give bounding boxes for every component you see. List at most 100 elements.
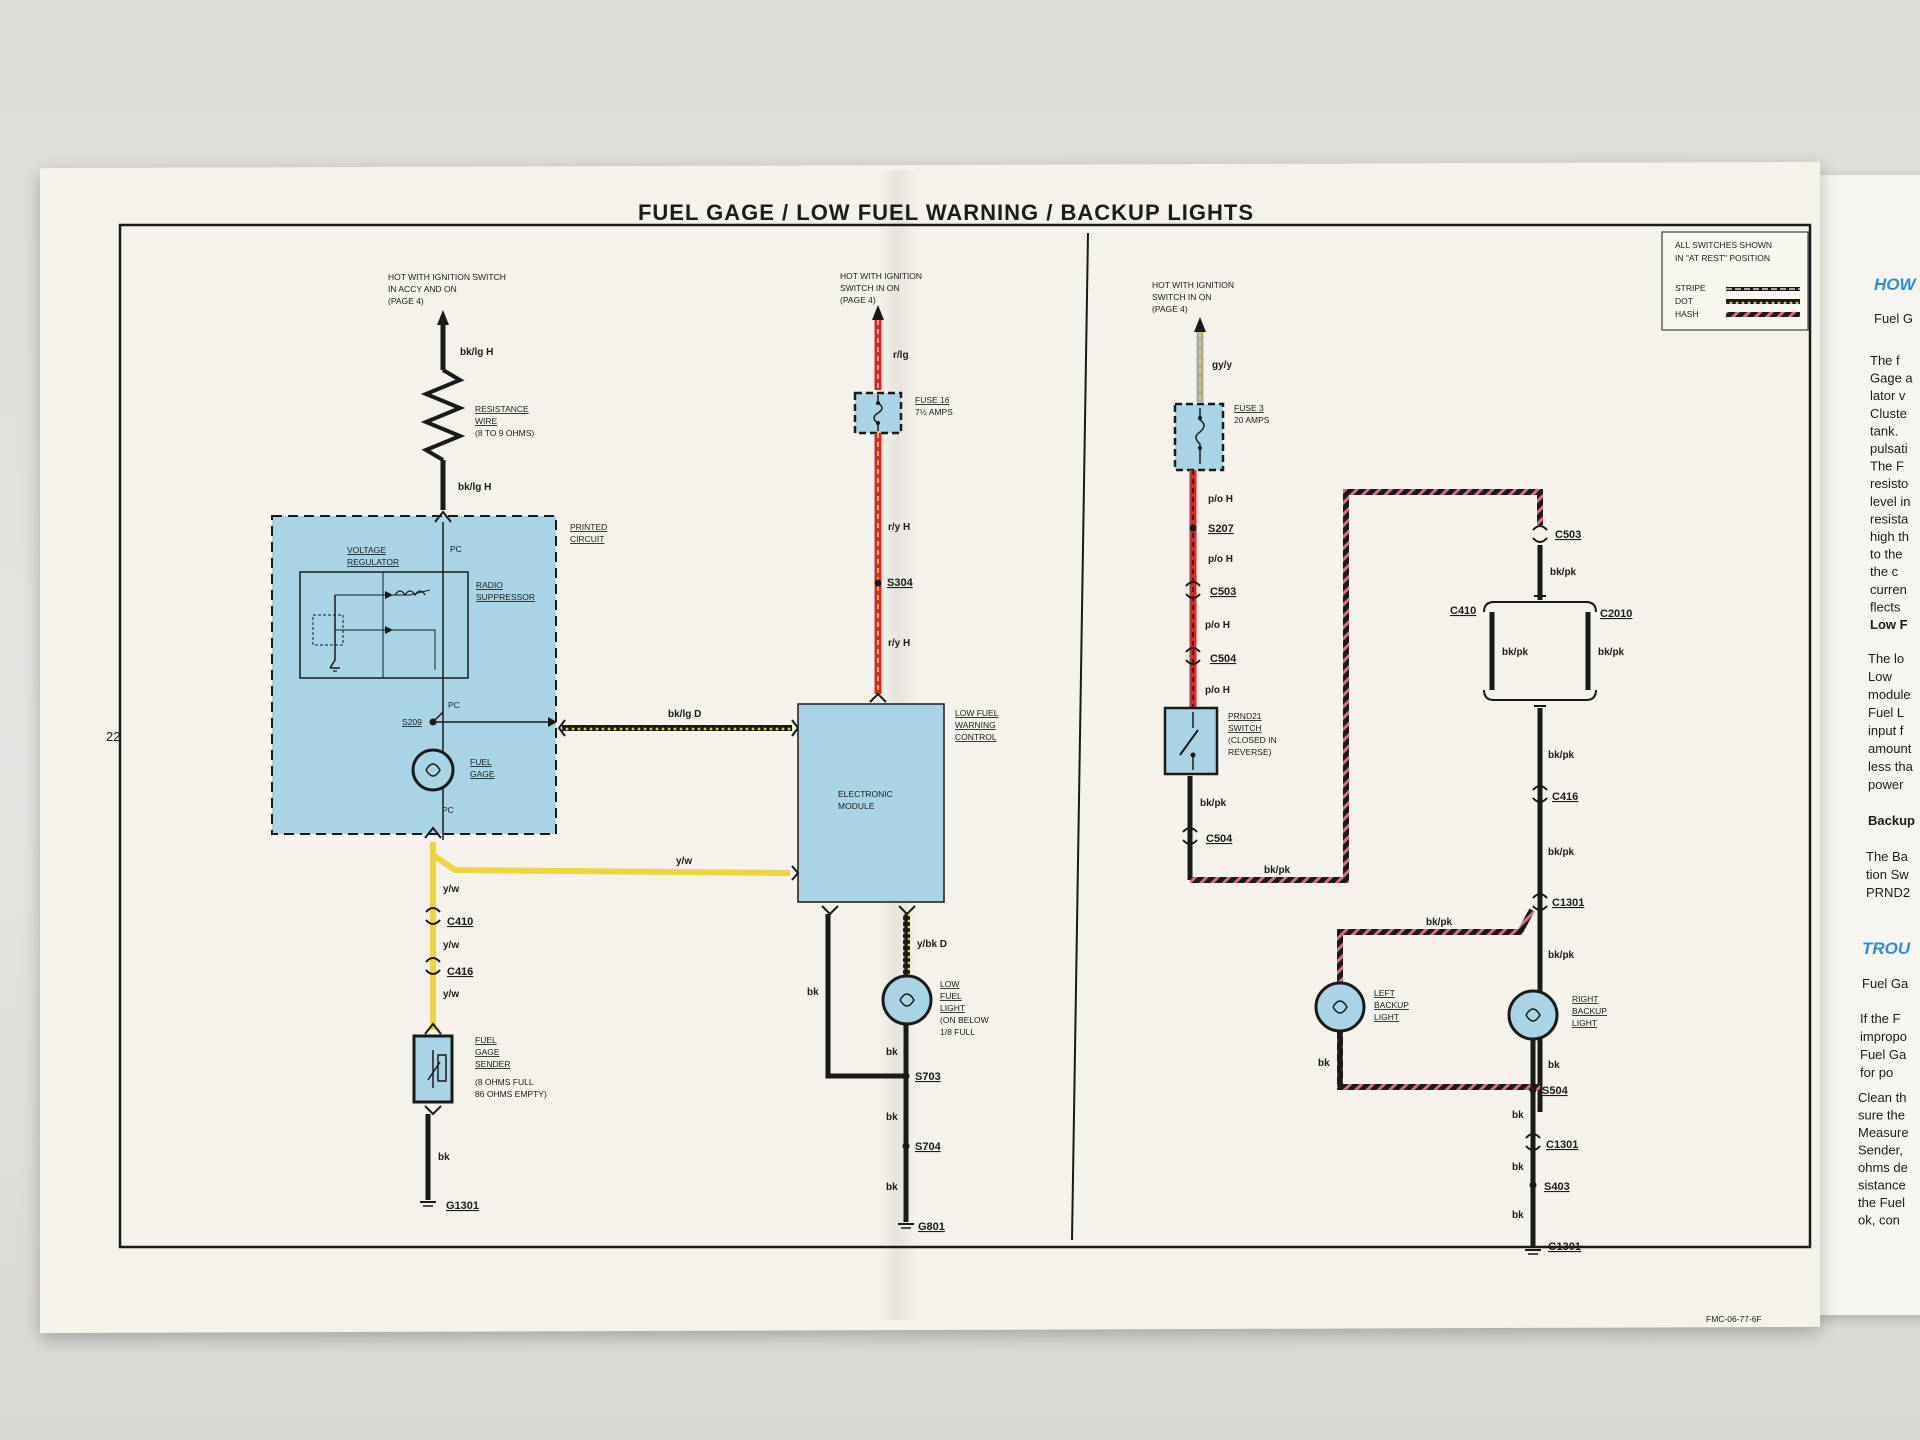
svg-text:LIGHT: LIGHT [940, 1003, 965, 1013]
module-label-2: MODULE [838, 801, 875, 811]
side-text-line: resisto [1870, 476, 1908, 491]
resistance-wire-icon [420, 368, 466, 462]
side-text-line: Low [1868, 669, 1892, 684]
voltage-regulator-label: VOLTAGE [347, 545, 386, 555]
supply-2-line-2: SWITCH IN ON [840, 283, 900, 293]
svg-text:r/lg: r/lg [893, 350, 909, 361]
svg-text:C416: C416 [447, 966, 473, 978]
legend-dot-sample [1726, 299, 1800, 304]
legend-dot: DOT [1675, 296, 1693, 306]
svg-text:C410: C410 [447, 916, 473, 928]
section-divider [1071, 232, 1089, 1241]
bracket-bottom [1483, 689, 1597, 701]
svg-text:(8 OHMS FULL: (8 OHMS FULL [475, 1077, 534, 1087]
svg-text:bk/pk: bk/pk [1264, 865, 1291, 876]
svg-text:LIGHT: LIGHT [1572, 1018, 1597, 1028]
connector-c504-icon [1185, 647, 1201, 665]
svg-text:PC: PC [442, 805, 454, 815]
svg-text:REVERSE): REVERSE) [1228, 747, 1272, 757]
side-text-line: to the [1870, 547, 1903, 562]
voltage-regulator-box [299, 571, 469, 679]
svg-text:G1301: G1301 [1548, 1241, 1581, 1253]
splice-s504 [1529, 1086, 1537, 1094]
svg-text:p/o H: p/o H [1205, 685, 1230, 696]
fuel-gage-icon [411, 748, 455, 792]
svg-text:7½ AMPS: 7½ AMPS [915, 407, 953, 417]
legend-note-2: IN "AT REST" POSITION [1675, 253, 1770, 263]
svg-text:bk: bk [886, 1182, 898, 1193]
supply-3-arrow-icon [1194, 317, 1206, 332]
svg-text:C504: C504 [1206, 833, 1233, 845]
svg-text:S504: S504 [1542, 1085, 1569, 1097]
svg-text:S304: S304 [887, 577, 914, 589]
svg-text:(CLOSED IN: (CLOSED IN [1228, 735, 1277, 745]
side-text-line: sistance [1858, 1178, 1906, 1193]
wire-bk-lg-d [562, 725, 792, 731]
svg-text:S403: S403 [1544, 1181, 1570, 1193]
svg-text:p/o H: p/o H [1208, 494, 1233, 505]
svg-text:y/bk D: y/bk D [917, 939, 947, 950]
svg-text:SENDER: SENDER [475, 1059, 510, 1069]
fuel-gage-label: FUEL [470, 757, 492, 767]
side-text-line: Sender, [1858, 1143, 1903, 1158]
resistance-wire-label: RESISTANCE [475, 404, 529, 414]
side-text-line: impropo [1860, 1029, 1907, 1044]
side-text-line: ohms de [1858, 1160, 1908, 1175]
wire-y-bk-d [903, 914, 910, 976]
facing-page [1820, 175, 1920, 1315]
side-text-line: amount [1868, 741, 1912, 756]
side-text-line: tion Sw [1866, 867, 1909, 882]
supply-3-line-2: SWITCH IN ON [1152, 292, 1212, 302]
supply-1-arrow-icon [437, 310, 449, 325]
side-text-line: Measure [1858, 1125, 1909, 1140]
splice-s304 [874, 579, 882, 587]
sender-label: FUEL [475, 1035, 497, 1045]
legend-stripe: STRIPE [1675, 283, 1706, 293]
connector-c410-icon [425, 907, 441, 925]
fuse-16-label: FUSE 16 [915, 395, 950, 405]
svg-text:BACKUP: BACKUP [1374, 1000, 1409, 1010]
side-text-line: The f [1870, 353, 1900, 368]
side-text-line: less tha [1868, 759, 1914, 774]
svg-text:Fuel G: Fuel G [1874, 311, 1913, 326]
svg-text:bk/lg D: bk/lg D [668, 709, 701, 720]
svg-text:FUEL: FUEL [940, 991, 962, 1001]
svg-text:bk: bk [1318, 1058, 1330, 1069]
supply-1-line-3: (PAGE 4) [388, 296, 424, 306]
side-text-line: ok, con [1858, 1213, 1900, 1228]
side-text-line: The F [1870, 459, 1904, 474]
side-text-line: Fuel Ga [1860, 1047, 1907, 1062]
legend-hash-sample [1726, 312, 1800, 317]
side-text-line: The lo [1868, 651, 1904, 666]
side-text-line: module [1868, 687, 1911, 702]
wire-bk-pk-hash [1190, 489, 1543, 883]
legend-note-1: ALL SWITCHES SHOWN [1675, 240, 1772, 250]
connector-icon [434, 510, 452, 523]
side-text-line: curren [1870, 582, 1907, 597]
svg-text:C2010: C2010 [1600, 608, 1632, 620]
svg-text:Backup: Backup [1868, 813, 1915, 828]
right-backup-light-icon [1507, 989, 1559, 1041]
coil-icon [394, 590, 426, 597]
side-text-line: tank. [1870, 423, 1898, 438]
svg-text:(8 TO 9 OHMS): (8 TO 9 OHMS) [475, 428, 534, 438]
svg-text:C503: C503 [1210, 586, 1236, 598]
legend: ALL SWITCHES SHOWN IN "AT REST" POSITION… [1661, 231, 1809, 331]
svg-text:y/w: y/w [443, 884, 459, 895]
side-text-line: resista [1870, 511, 1909, 526]
fuse-icon [873, 395, 883, 431]
supply-3-line-3: (PAGE 4) [1152, 304, 1188, 314]
side-text-line: input f [1868, 723, 1904, 738]
svg-text:CIRCUIT: CIRCUIT [570, 534, 604, 544]
bracket-top [1483, 601, 1597, 613]
wire-label: bk/lg H [460, 347, 493, 358]
supply-1-line-1: HOT WITH IGNITION SWITCH [388, 272, 506, 282]
svg-text:C416: C416 [1552, 791, 1578, 803]
svg-text:SUPPRESSOR: SUPPRESSOR [476, 592, 535, 602]
svg-text:S209: S209 [402, 717, 422, 727]
side-text-line: power [1868, 777, 1904, 792]
fuse-3-label: FUSE 3 [1234, 403, 1264, 413]
svg-text:BACKUP: BACKUP [1572, 1006, 1607, 1016]
